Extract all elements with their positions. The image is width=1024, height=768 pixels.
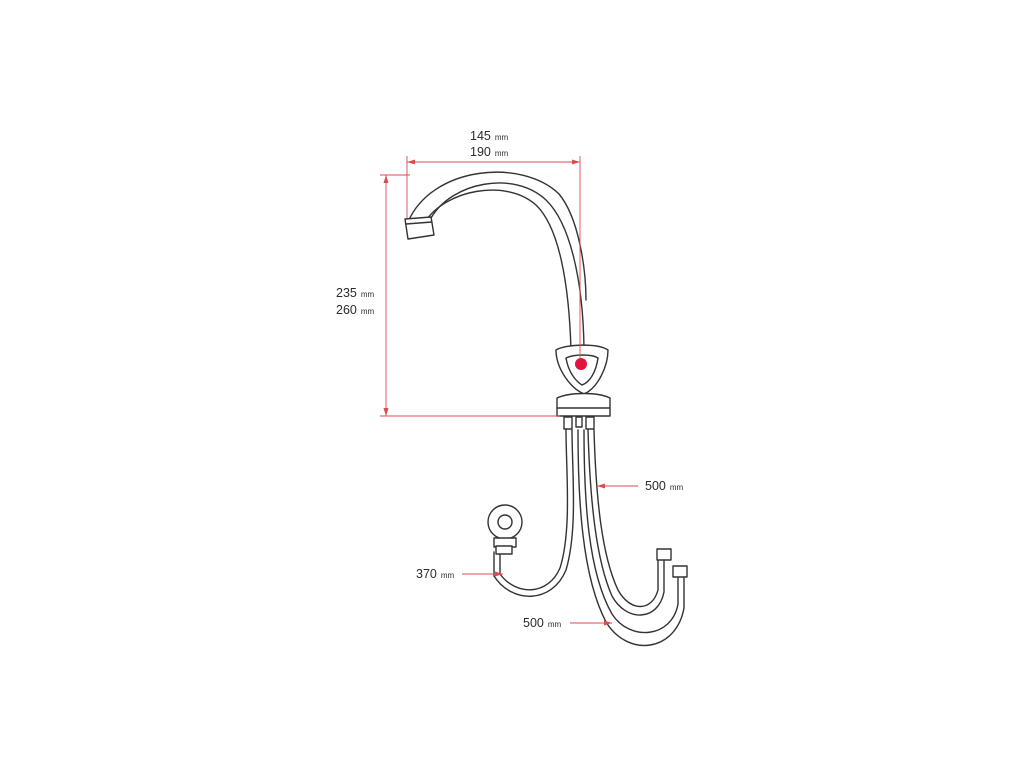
spout-aerator [404,216,435,240]
hose-left [499,429,569,591]
faucet-outline [404,171,688,647]
hot-cold-indicator [575,358,587,370]
dim-hose-left-arrow [495,571,503,577]
dim-top-arrow-right [572,159,580,165]
dim-hose-bottom-arrow [604,620,612,626]
hose-right-1 [587,429,665,616]
spout-tube [430,182,585,349]
mixer-base [556,392,611,417]
wall-valve-knob [497,514,513,530]
hose-right-1b [593,429,659,607]
hose-connector-left [563,416,573,430]
hose-connector-right [585,416,595,430]
hose-connector-mid [575,416,583,428]
wall-valve-nut [495,545,513,555]
dim-top-arrow-left [407,159,415,165]
mixer-lever-inner [565,354,599,386]
dimension-lines [380,156,638,626]
hose-left-2 [493,429,575,597]
dim-height-arrow-top [383,175,389,183]
dim-height-arrow-bottom [383,408,389,416]
hose-right-2b [583,429,679,634]
dim-hose-right-arrow [597,483,605,489]
spout-tube-lower [424,189,572,351]
hose-right-2-nut [672,565,688,578]
aerator-ring [405,221,433,225]
hose-right-1-nut [656,548,672,561]
spout-tube-inner [407,171,587,301]
